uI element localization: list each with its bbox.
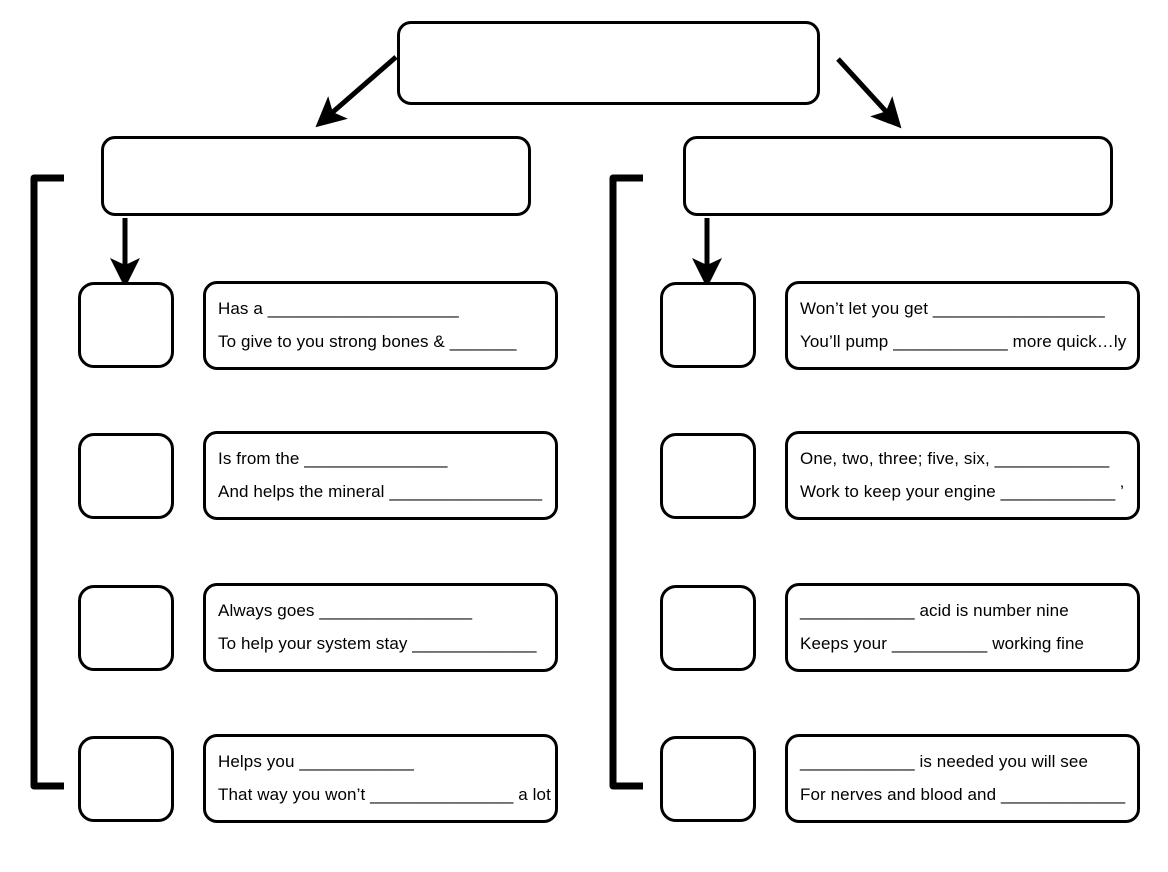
right-verse-box-3[interactable]: ____________ acid is number nine Keeps y… — [785, 583, 1140, 672]
right-verse-box-3-line-2: Keeps your __________ working fine — [800, 633, 1085, 653]
right-tag-box-2[interactable] — [660, 433, 756, 519]
right-verse-box-3-line-1: ____________ acid is number nine — [800, 600, 1069, 620]
right-branch-header-box[interactable] — [683, 136, 1113, 216]
title-box[interactable] — [397, 21, 820, 105]
left-verse-box-2-line-1: Is from the _______________ — [218, 448, 448, 468]
right-verse-box-1-line-2: You’ll pump ____________ more quick…ly — [800, 331, 1127, 351]
right-verse-box-2[interactable]: One, two, three; five, six, ____________… — [785, 431, 1140, 520]
right-verse-box-1-line-1: Won’t let you get __________________ — [800, 298, 1105, 318]
right-tag-box-3[interactable] — [660, 585, 756, 671]
right-verse-box-4-line-1: ____________ is needed you will see — [800, 751, 1089, 771]
left-verse-box-4-line-2: That way you won’t _______________ a lot — [218, 784, 551, 804]
left-verse-box-3[interactable]: Always goes ________________ To help you… — [203, 583, 558, 672]
right-grouping-bracket — [609, 174, 643, 790]
left-verse-box-2-line-2: And helps the mineral ________________ — [218, 481, 543, 501]
right-tag-box-4[interactable] — [660, 736, 756, 822]
left-verse-box-3-line-1: Always goes ________________ — [218, 600, 473, 620]
left-verse-box-4-line-1: Helps you ____________ — [218, 751, 414, 771]
left-verse-box-4[interactable]: Helps you ____________ That way you won’… — [203, 734, 558, 823]
arrow-title-to-right-branch — [836, 57, 902, 129]
left-verse-box-2[interactable]: Is from the _______________ And helps th… — [203, 431, 558, 520]
left-tag-box-3[interactable] — [78, 585, 174, 671]
right-verse-box-4[interactable]: ____________ is needed you will see For … — [785, 734, 1140, 823]
right-verse-box-1[interactable]: Won’t let you get __________________ You… — [785, 281, 1140, 370]
arrow-title-to-left-branch — [315, 55, 398, 128]
right-tag-box-1[interactable] — [660, 282, 756, 368]
left-verse-box-1-line-1: Has a ____________________ — [218, 298, 459, 318]
left-verse-box-1[interactable]: Has a ____________________ To give to yo… — [203, 281, 558, 370]
left-verse-box-3-line-2: To help your system stay _____________ — [218, 633, 537, 653]
left-branch-header-box[interactable] — [101, 136, 531, 216]
left-verse-box-1-line-2: To give to you strong bones & _______ — [218, 331, 517, 351]
right-verse-box-4-line-2: For nerves and blood and _____________ — [800, 784, 1126, 804]
left-tag-box-4[interactable] — [78, 736, 174, 822]
left-grouping-bracket — [30, 174, 64, 790]
right-verse-box-2-line-1: One, two, three; five, six, ____________ — [800, 448, 1110, 468]
left-tag-box-1[interactable] — [78, 282, 174, 368]
right-verse-box-2-line-2: Work to keep your engine ____________ ’ — [800, 481, 1124, 501]
left-tag-box-2[interactable] — [78, 433, 174, 519]
